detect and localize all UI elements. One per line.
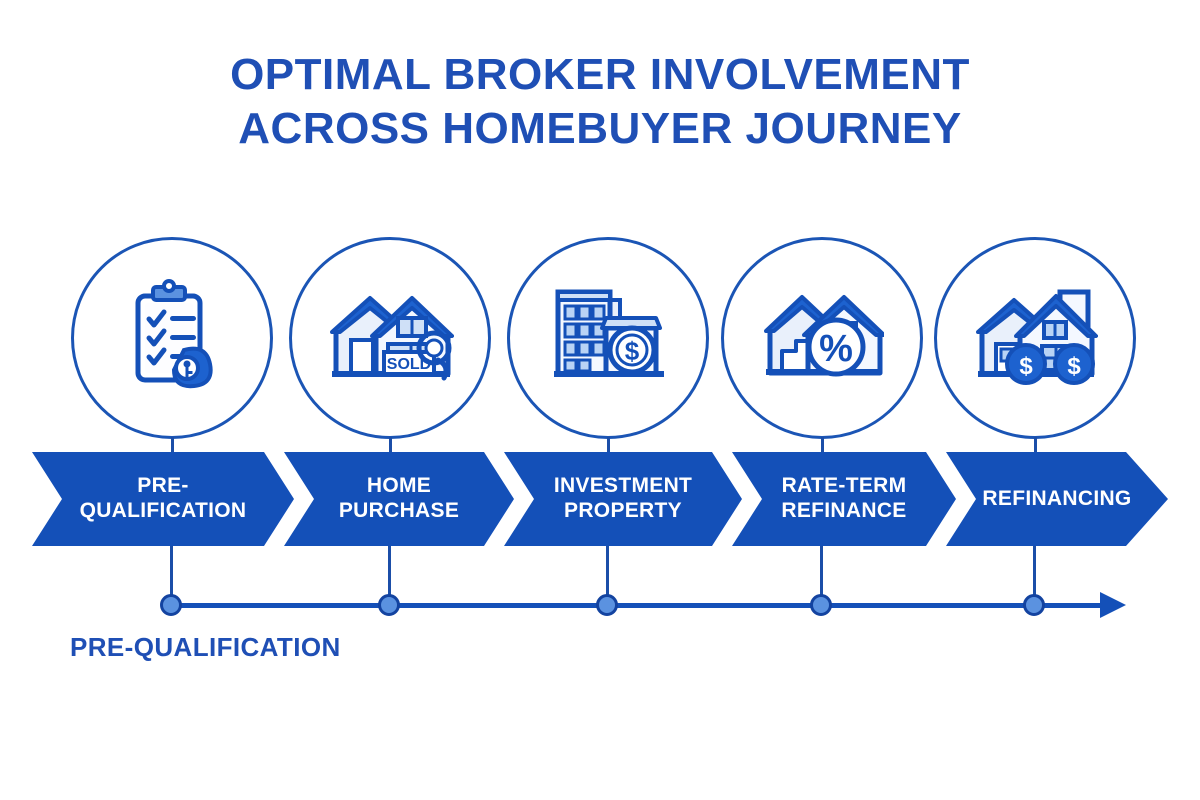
stage-chevron-3[interactable]: INVESTMENT PROPERTY — [504, 452, 742, 546]
house-percent-badge-icon: % — [760, 279, 884, 397]
timeline-node-3[interactable] — [596, 594, 618, 616]
dollar-symbol-text: $ — [625, 336, 640, 366]
timeline-node-4[interactable] — [810, 594, 832, 616]
stage-chevron-2[interactable]: HOME PURCHASE — [284, 452, 514, 546]
percent-symbol-text: % — [819, 328, 853, 370]
timeline-tick-1 — [170, 546, 173, 604]
arrow-right-icon — [1100, 592, 1126, 618]
stage-connector-4 — [821, 437, 824, 455]
timeline-node-5[interactable] — [1023, 594, 1045, 616]
clipboard-checklist-key-icon — [112, 278, 232, 398]
timeline-node-1[interactable] — [160, 594, 182, 616]
stage-chevron-label-3: INVESTMENT PROPERTY — [553, 474, 693, 522]
journey-timeline — [0, 546, 1200, 666]
sold-sign-text: SOLD — [387, 356, 431, 373]
stage-chevron-label-4: RATE-TERM REFINANCE — [781, 474, 907, 522]
stage-icon-circle-5: $ $ — [934, 237, 1136, 439]
page-title-line-2: ACROSS HOMEBUYER JOURNEY — [238, 103, 962, 153]
timeline-axis — [168, 603, 1108, 608]
apartment-building-dollar-coin-icon: $ — [546, 278, 670, 398]
timeline-tick-3 — [606, 546, 609, 604]
timeline-tick-4 — [820, 546, 823, 604]
timeline-tick-5 — [1033, 546, 1036, 604]
dollar-coin-left-text: $ — [1019, 353, 1033, 380]
stage-icon-circle-3: $ — [507, 237, 709, 439]
stage-chevron-5[interactable]: REFINANCING — [946, 452, 1168, 546]
stage-chevron-label-5: REFINANCING — [982, 486, 1132, 510]
timeline-caption: PRE-QUALIFICATION — [70, 632, 341, 662]
dollar-coin-right-text: $ — [1067, 353, 1081, 380]
stage-connector-3 — [607, 437, 610, 455]
page-title: OPTIMAL BROKER INVOLVEMENT ACROSS HOMEBU… — [0, 48, 1200, 155]
stage-chevron-label-2: HOME PURCHASE — [338, 474, 460, 522]
stage-icon-circle-1 — [71, 237, 273, 439]
stage-chevron-1[interactable]: PRE- QUALIFICATION — [32, 452, 294, 546]
stage-banner: PRE- QUALIFICATION HOME PURCHASE INVESTM… — [32, 452, 1168, 546]
stage-icon-circle-4: % — [721, 237, 923, 439]
stage-connector-5 — [1034, 437, 1037, 455]
stage-connector-1 — [171, 437, 174, 455]
stage-connector-2 — [389, 437, 392, 455]
house-two-dollar-coins-icon: $ $ — [972, 278, 1098, 398]
stage-chevron-4[interactable]: RATE-TERM REFINANCE — [732, 452, 956, 546]
house-sold-sign-icon: SOLD — [326, 278, 454, 398]
timeline-node-2[interactable] — [378, 594, 400, 616]
stage-icon-circle-2: SOLD — [289, 237, 491, 439]
stage-chevron-label-1: PRE- QUALIFICATION — [79, 474, 247, 522]
page-title-line-1: OPTIMAL BROKER INVOLVEMENT — [230, 50, 970, 99]
timeline-tick-2 — [388, 546, 391, 604]
